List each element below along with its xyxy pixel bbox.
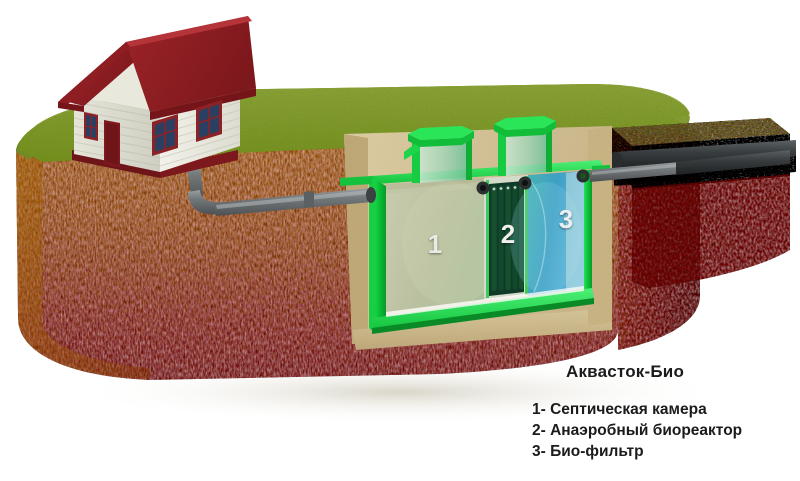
chamber-2-bioreactor[interactable] <box>484 175 528 300</box>
tank-port-bolts <box>476 169 590 195</box>
house-window-center <box>152 114 178 156</box>
chamber-1-number: 1 <box>428 229 442 259</box>
chamber-3-biofilter[interactable] <box>510 171 584 296</box>
outlet-pipe <box>590 150 790 182</box>
chamber-2-number: 2 <box>501 219 515 249</box>
access-riser-right[interactable] <box>494 116 556 176</box>
house-window-left <box>84 112 98 141</box>
access-riser-left[interactable] <box>404 126 474 183</box>
house[interactable] <box>58 14 256 178</box>
gravel-drain-field <box>609 118 796 288</box>
inlet-sewer-pipe <box>186 161 376 216</box>
legend-item-3: 3- Био-фильтр <box>532 443 644 460</box>
chamber-3-number: 3 <box>559 204 573 234</box>
house-window-right <box>196 100 222 142</box>
bioreactor-media-plates <box>491 184 524 291</box>
legend-item-2: 2- Анаэробный биореактор <box>532 422 743 439</box>
septic-tank[interactable]: 1 2 3 <box>340 116 610 334</box>
legend-item-1: 1- Септическая камера <box>532 401 707 418</box>
legend-title: Аквасток-Био <box>566 362 685 381</box>
legend: Аквасток-Био 1- Септическая камера 2- Ан… <box>532 362 800 462</box>
house-door[interactable] <box>104 120 120 168</box>
chamber-1-septic[interactable] <box>386 178 502 318</box>
